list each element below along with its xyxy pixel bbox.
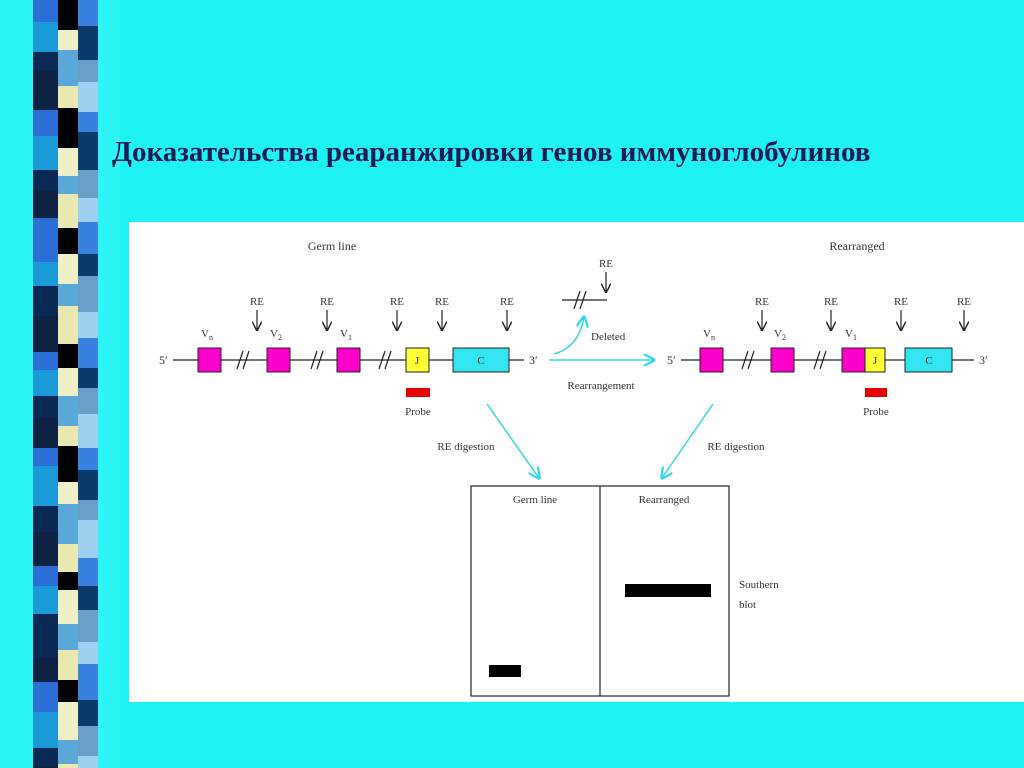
deleted-arrow <box>553 317 584 355</box>
rearranged-header: Rearranged <box>829 239 884 253</box>
deleted-fragment: RE Deleted <box>553 258 626 355</box>
germline-re-sites: RE RE RE RE RE <box>250 296 514 330</box>
rearranged-v1-label: V1 <box>845 328 857 342</box>
germline-v2-label: V2 <box>270 328 282 342</box>
germline-break-marks <box>236 350 392 370</box>
svg-text:RE: RE <box>435 296 449 308</box>
germline-v2-segment <box>266 347 291 373</box>
germline-j-label: J <box>415 355 420 367</box>
rearranged-5prime: 5′ <box>667 353 676 367</box>
rearranged-digestion-label: RE digestion <box>707 441 765 453</box>
rearranged-dna: 5′ 3′ J C Vn V2 V1 Probe RE RE RE RE <box>667 296 988 418</box>
germline-v1-segment <box>336 347 361 373</box>
diagram-svg: Germ line Rearranged 5′ 3′ J C Vn V2 V1 … <box>159 239 988 697</box>
deleted-label: Deleted <box>591 331 626 343</box>
germline-dna: 5′ 3′ J C Vn V2 V1 Probe RE RE RE RE <box>159 296 538 418</box>
germline-digestion-arrow <box>486 403 539 478</box>
germline-digestion-label: RE digestion <box>437 441 495 453</box>
blot-lane-germline: Germ line <box>513 494 557 506</box>
rearranged-j-label: J <box>873 355 878 367</box>
blot-caption-line1: Southern <box>739 579 779 591</box>
germline-v1-label: V1 <box>340 328 352 342</box>
rearranged-3prime: 3′ <box>979 353 988 367</box>
svg-text:RE: RE <box>894 296 908 308</box>
rearranged-vn-segment <box>699 347 724 373</box>
rearranged-v1-segment <box>841 347 866 373</box>
svg-text:RE: RE <box>500 296 514 308</box>
germline-header: Germ line <box>308 239 356 253</box>
rearranged-probe-label: Probe <box>863 406 889 418</box>
svg-text:RE: RE <box>755 296 769 308</box>
germline-band <box>489 665 521 677</box>
rearranged-v2-segment <box>770 347 795 373</box>
germline-probe-marker <box>406 388 430 397</box>
germline-5prime: 5′ <box>159 353 168 367</box>
svg-text:RE: RE <box>320 296 334 308</box>
rearranged-c-label: C <box>925 355 932 367</box>
germline-3prime: 3′ <box>529 353 538 367</box>
rearranged-c-segment <box>904 347 953 373</box>
svg-text:RE: RE <box>599 258 613 270</box>
southern-blot: Germ line Rearranged Southern blot <box>470 485 779 697</box>
svg-text:RE: RE <box>957 296 971 308</box>
germline-c-segment <box>452 347 510 373</box>
germline-c-label: C <box>477 355 484 367</box>
rearranged-band <box>625 584 711 597</box>
germline-j-segment <box>405 347 430 373</box>
germline-vn-label: Vn <box>201 328 213 342</box>
slide-title: Доказательства реаранжировки генов иммун… <box>112 136 871 168</box>
germline-vn-segment <box>197 347 222 373</box>
rearranged-digestion-arrow <box>662 403 714 478</box>
svg-text:RE: RE <box>250 296 264 308</box>
rearranged-re-sites: RE RE RE RE <box>755 296 971 330</box>
decorative-stripes <box>0 0 120 768</box>
rearranged-j-segment <box>864 347 886 373</box>
svg-text:RE: RE <box>390 296 404 308</box>
rearrangement-label: Rearrangement <box>567 380 634 392</box>
rearranged-break-marks <box>741 350 827 370</box>
svg-text:RE: RE <box>824 296 838 308</box>
rearranged-probe-marker <box>865 388 887 397</box>
germline-probe-label: Probe <box>405 406 431 418</box>
rearranged-v2-label: V2 <box>774 328 786 342</box>
blot-lane-rearranged: Rearranged <box>639 494 690 506</box>
rearranged-vn-label: Vn <box>703 328 715 342</box>
gene-rearrangement-figure: Germ line Rearranged 5′ 3′ J C Vn V2 V1 … <box>129 222 1024 702</box>
blot-caption-line2: blot <box>739 599 756 611</box>
